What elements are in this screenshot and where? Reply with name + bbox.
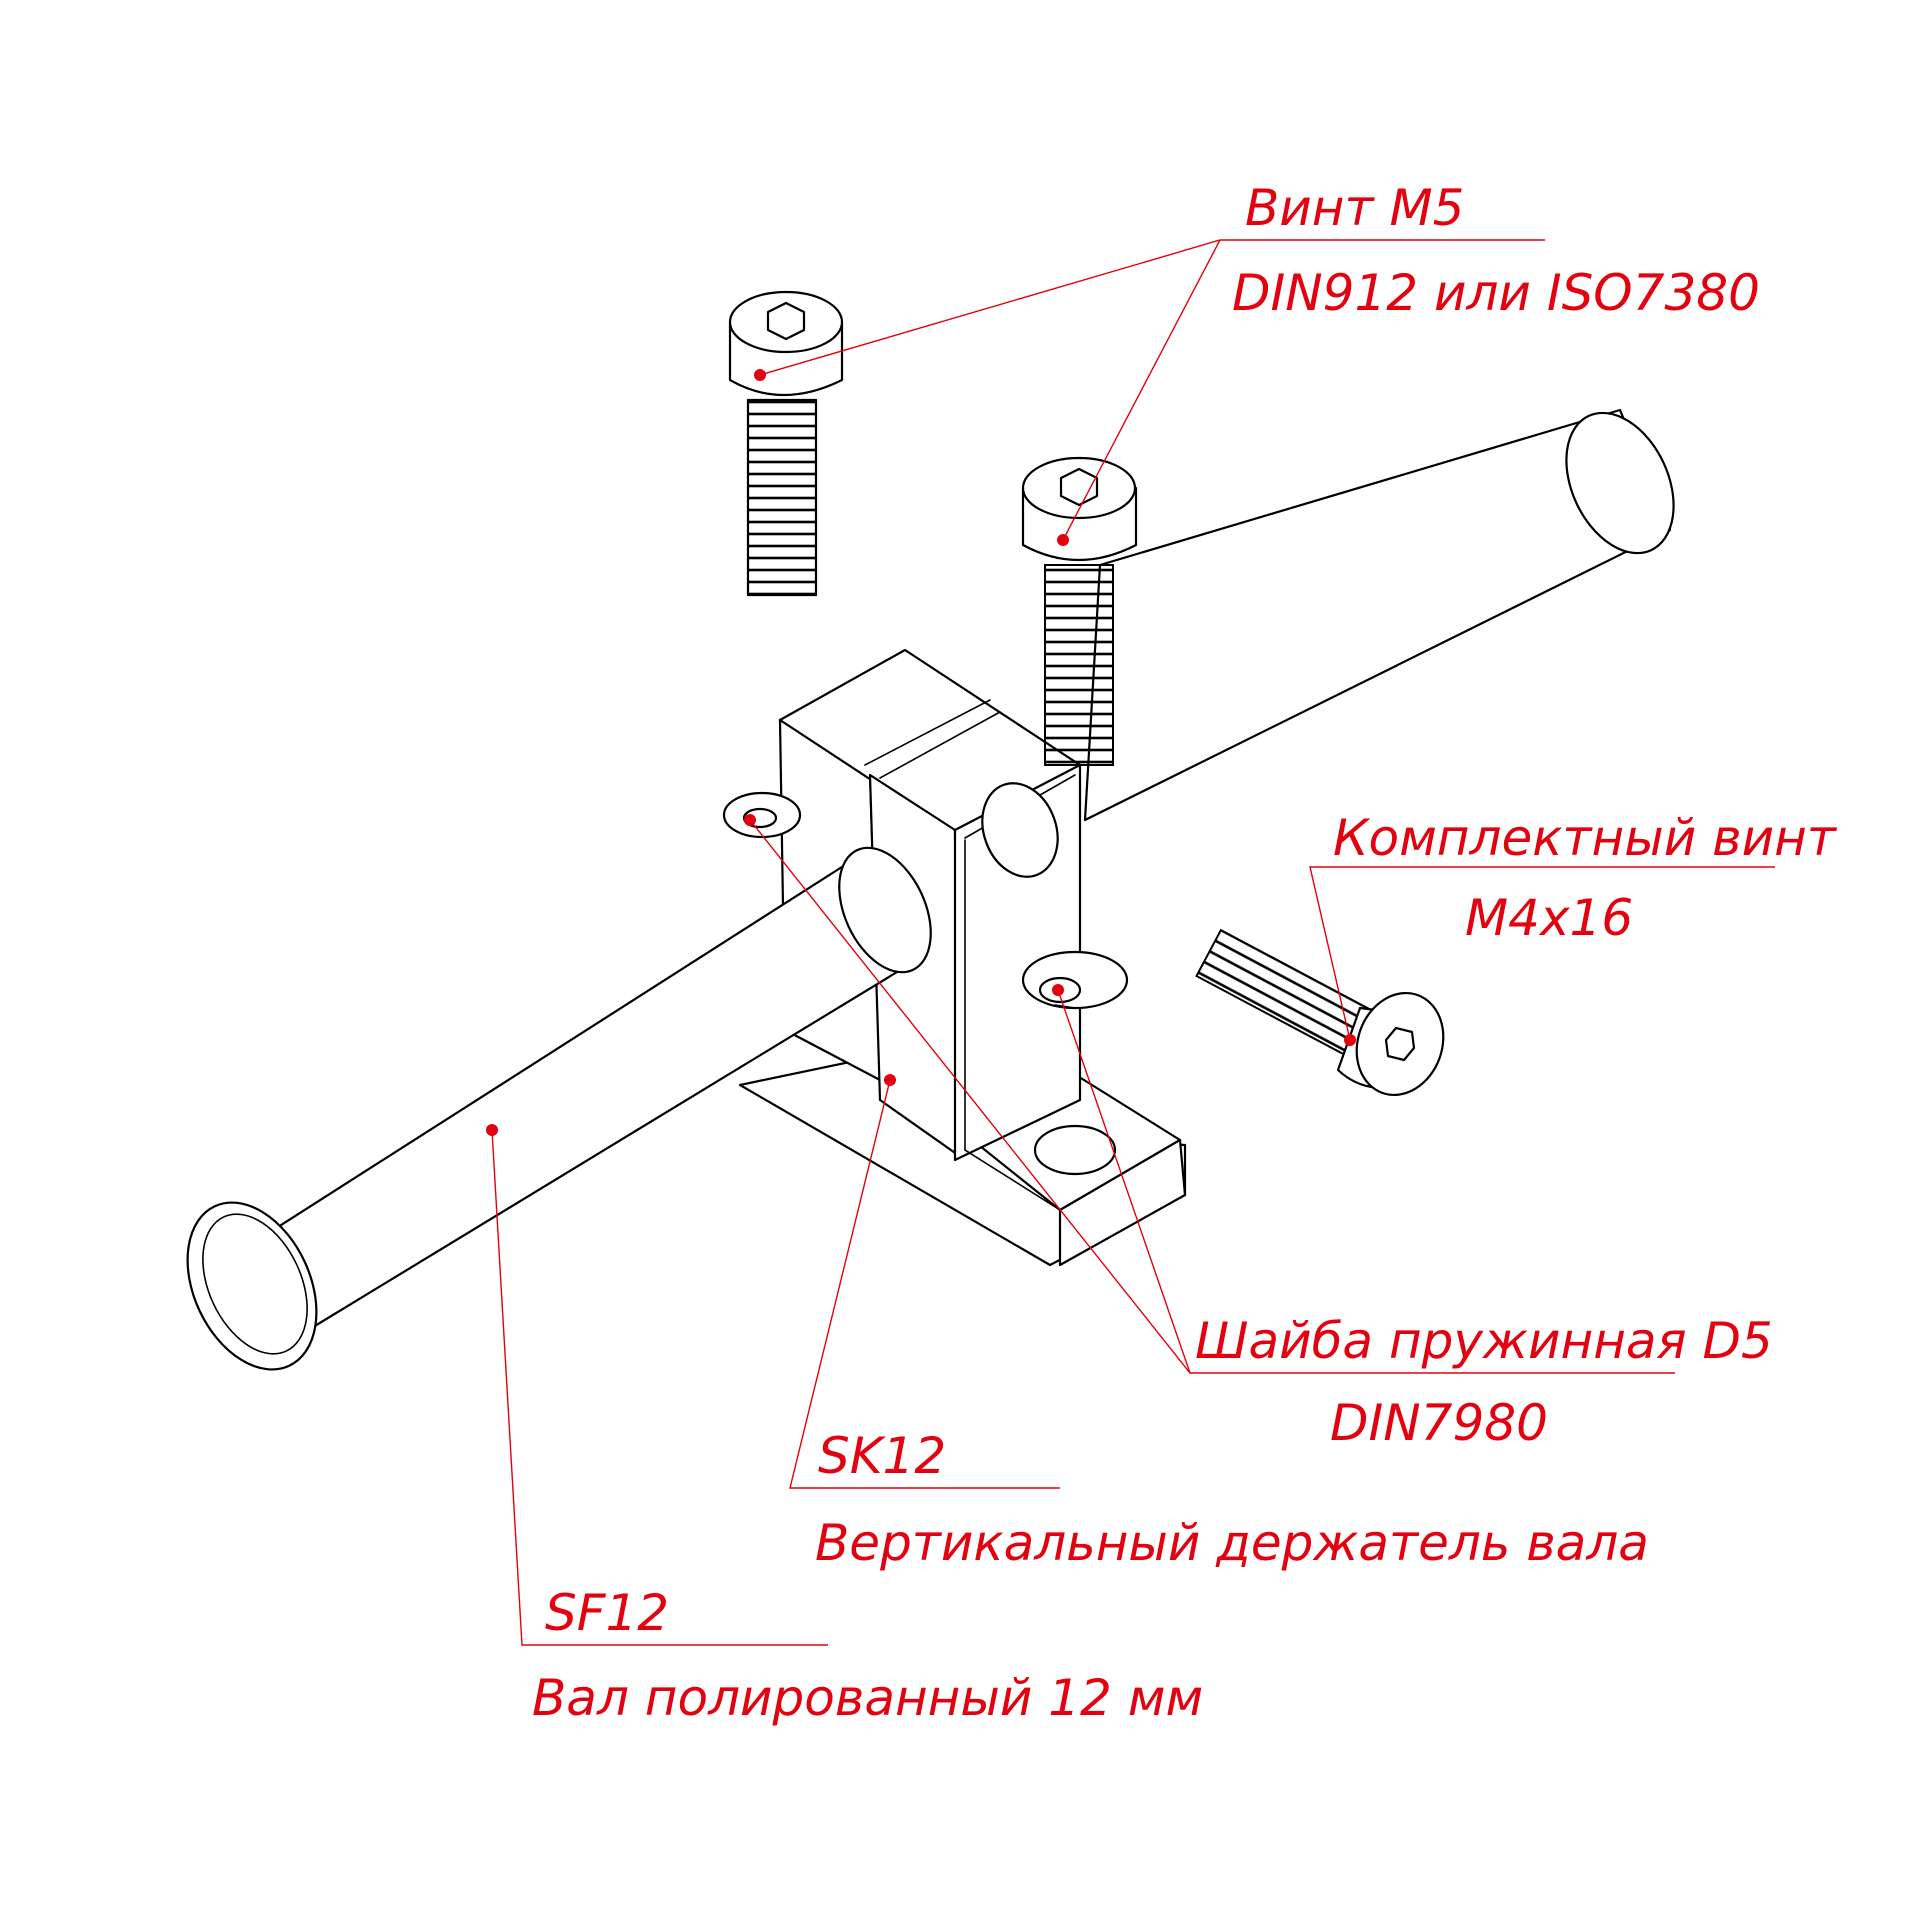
clamp-bore (981, 782, 1059, 878)
leader-lines (486, 239, 1775, 1646)
label-spring-washer-line2: DIN7980 (1330, 1394, 1548, 1452)
label-screw-m5-line1: Винт M5 (1245, 179, 1464, 237)
label-shaft-line2: Вал полированный 12 мм (532, 1669, 1203, 1727)
label-spring-washer-line1: Шайба пружинная D5 (1195, 1312, 1773, 1370)
screw-m5-right (1021, 456, 1138, 766)
label-holder-line2: Вертикальный держатель вала (815, 1514, 1649, 1572)
spring-washer-left (722, 791, 802, 839)
set-screw-m4x16 (1195, 928, 1445, 1097)
label-set-screw-line1: Комплектный винт (1333, 809, 1838, 867)
label-set-screw-line2: M4x16 (1465, 889, 1633, 947)
label-shaft-line1: SF12 (545, 1584, 669, 1642)
spring-washer-right (1021, 950, 1129, 1010)
shaft-back-section (1083, 408, 1675, 822)
base-mount-hole (1033, 1124, 1117, 1176)
shaft-sf12 (186, 846, 932, 1371)
label-holder-line1: SK12 (818, 1427, 946, 1485)
screw-m5-left (728, 290, 844, 597)
label-screw-m5-line2: DIN912 или ISO7380 (1232, 264, 1760, 322)
